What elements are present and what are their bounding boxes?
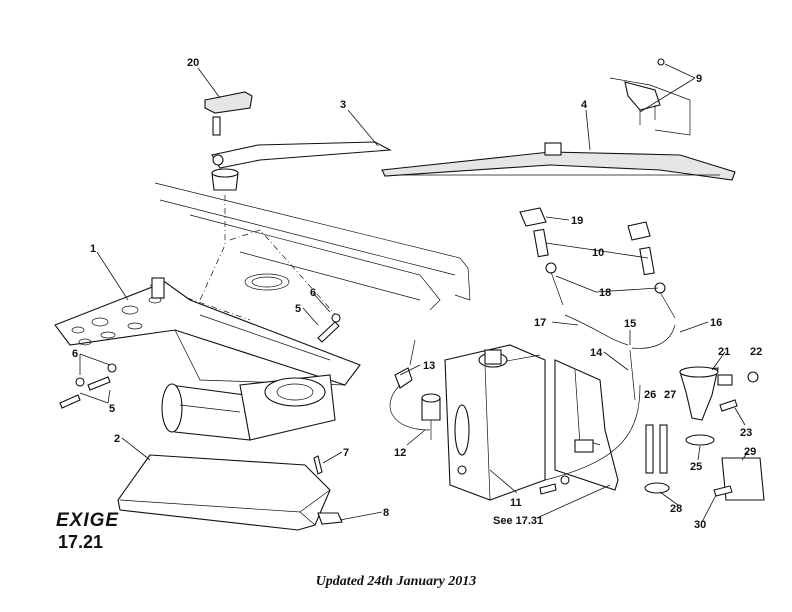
- callout-1: 1: [90, 243, 96, 255]
- callout-13: 13: [423, 360, 435, 372]
- motor-cover: [117, 454, 331, 531]
- scuttle-panel: [154, 182, 471, 311]
- callout-11: 11: [510, 497, 522, 509]
- filler-and-fittings: [644, 366, 765, 501]
- callout-20: 20: [187, 57, 199, 69]
- washer-jets-and-hoses: [519, 207, 676, 481]
- exige-logo: EXIGE: [56, 510, 120, 531]
- callout-7: 7: [343, 447, 349, 459]
- callout-23: 23: [740, 427, 752, 439]
- motor-mounting-bracket: [54, 277, 361, 386]
- arm-fixing-detail: [609, 58, 691, 136]
- callout-4: 4: [581, 99, 588, 111]
- callout-10: 10: [592, 247, 604, 259]
- callout-5-right: 5: [295, 303, 301, 315]
- callout-2: 2: [114, 433, 120, 445]
- callout-27: 27: [664, 389, 676, 401]
- callout-21: 21: [718, 346, 730, 358]
- washer-reservoir: [444, 344, 546, 501]
- callout-labels: 20 3 4 9 1 2 5 6 6 5 7 8 19 10 18 17 15 …: [72, 57, 762, 531]
- wiper-arm: [211, 141, 392, 169]
- callout-15: 15: [624, 318, 636, 330]
- callout-5-left: 5: [109, 403, 115, 415]
- wiper-motor: [161, 374, 336, 441]
- callout-12: 12: [394, 447, 406, 459]
- callout-22: 22: [750, 346, 762, 358]
- callout-25: 25: [690, 461, 702, 473]
- leader-lines: [79, 63, 749, 523]
- callout-30: 30: [694, 519, 706, 531]
- page-reference: 17.21: [58, 532, 104, 552]
- callout-14: 14: [590, 347, 603, 359]
- callout-3: 3: [340, 99, 346, 111]
- callout-6-left: 6: [72, 348, 78, 360]
- arm-spindle-fixings: [211, 116, 239, 191]
- updated-footer: Updated 24th January 2013: [315, 574, 477, 589]
- callout-17: 17: [534, 317, 546, 329]
- callout-18: 18: [599, 287, 611, 299]
- callout-8: 8: [383, 507, 389, 519]
- callout-16: 16: [710, 317, 722, 329]
- callout-29: 29: [744, 446, 756, 458]
- cover-fixings: [313, 455, 343, 525]
- callout-28: 28: [670, 503, 682, 515]
- reservoir-bracket: [539, 359, 619, 495]
- callout-6-right: 6: [310, 287, 316, 299]
- wiper-blade: [381, 142, 736, 181]
- callout-9: 9: [696, 73, 702, 85]
- see-reference: See 17.31: [493, 515, 543, 527]
- callout-19: 19: [571, 215, 583, 227]
- bracket-screws: [59, 313, 341, 409]
- wiper-arm-cap: [204, 91, 253, 114]
- callout-26: 26: [644, 389, 656, 401]
- washer-pump: [389, 339, 441, 440]
